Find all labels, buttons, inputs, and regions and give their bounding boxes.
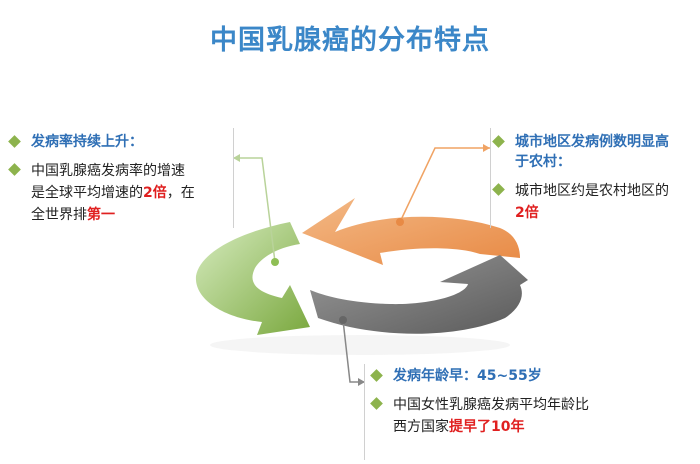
right-divider [490,128,491,228]
gray-arrow [310,255,528,334]
left-body: 中国乳腺癌发病率的增速 是全球平均增速的2倍，在 全世界排第一 [31,160,195,226]
right-heading: 城市地区发病例数明显高 于农村： [515,134,669,170]
right-body: 城市地区约是农村地区的 2倍 [515,180,669,224]
left-line2: 是全球平均增速的2倍，在 [31,185,195,201]
left-connector [233,157,276,263]
left-divider [233,128,234,228]
left-line3: 全世界排第一 [31,207,115,223]
left-text-block: 发病率持续上升： 中国乳腺癌发病率的增速 是全球平均增速的2倍，在 全世界排第一 [8,132,230,226]
bullet-icon [8,163,21,176]
bottom-heading: 发病年龄早：45~55岁 [393,368,542,384]
bottom-line1: 中国女性乳腺癌发病平均年龄比 [393,397,589,413]
bottom-body: 中国女性乳腺癌发病平均年龄比 西方国家提早了10年 [393,394,589,438]
orange-arrow [302,198,520,265]
right-connector [399,147,490,223]
left-heading: 发病率持续上升： [31,134,143,150]
left-line1: 中国乳腺癌发病率的增速 [31,163,185,179]
bullet-icon [492,135,505,148]
bullet-icon [370,369,383,382]
green-arrow [195,222,310,335]
bottom-text-block: 发病年龄早：45~55岁 中国女性乳腺癌发病平均年龄比 西方国家提早了10年 [370,366,692,438]
bullet-icon [492,183,505,196]
bullet-icon [370,397,383,410]
bottom-line2: 西方国家提早了10年 [393,419,525,435]
page-title: 中国乳腺癌的分布特点 [210,25,490,56]
right-text-block: 城市地区发病例数明显高 于农村： 城市地区约是农村地区的 2倍 [492,132,698,224]
right-line1: 城市地区约是农村地区的 [515,183,669,199]
bottom-divider [364,364,365,460]
bullet-icon [8,135,21,148]
right-line2: 2倍 [515,205,539,221]
